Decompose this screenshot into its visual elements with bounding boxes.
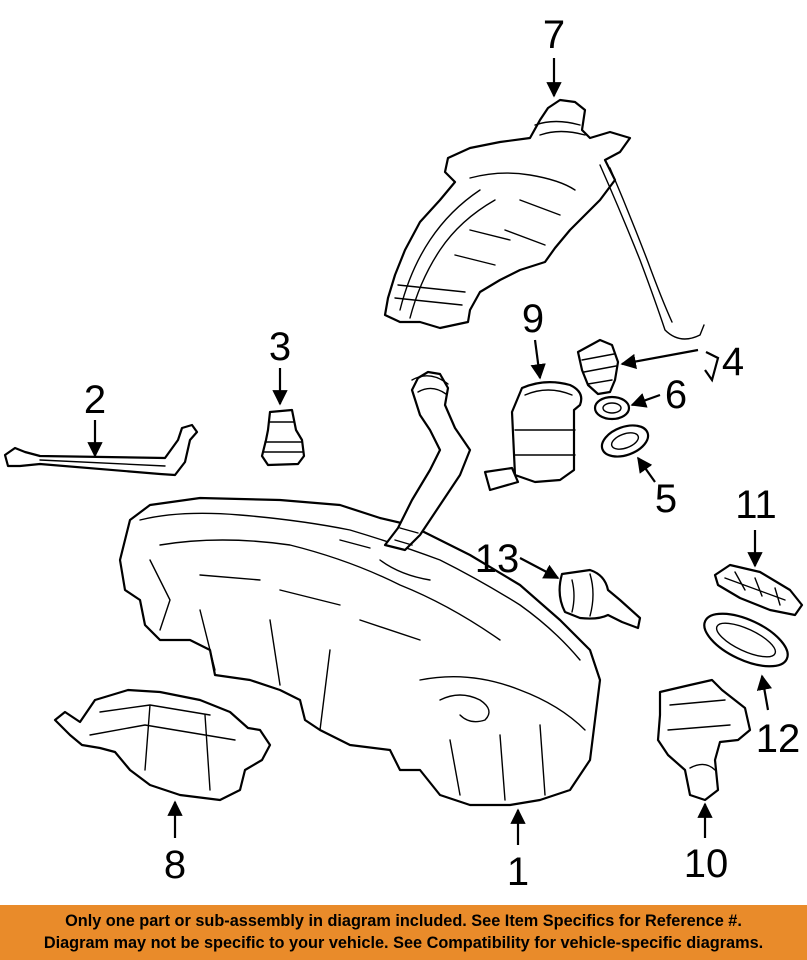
part-2-strap bbox=[3, 423, 199, 477]
leader-12 bbox=[756, 674, 772, 711]
part-4-bellows bbox=[576, 338, 620, 396]
part-9-fuel-pump bbox=[483, 381, 583, 492]
part-1-fuel-tank bbox=[118, 370, 602, 807]
leader-9 bbox=[530, 339, 546, 380]
part-12-seal bbox=[703, 612, 789, 668]
part-13-filter bbox=[558, 568, 642, 630]
part-5-seal-ring bbox=[600, 424, 650, 458]
leader-lines bbox=[87, 58, 772, 845]
part-6-gasket bbox=[593, 395, 631, 421]
notice-line-2: Diagram may not be specific to your vehi… bbox=[43, 934, 764, 952]
callout-4: 4 bbox=[722, 340, 744, 384]
leader-6 bbox=[630, 393, 661, 408]
callout-13: 13 bbox=[475, 537, 520, 581]
parts-diagram: 7 2 3 9 4 6 5 13 11 12 8 1 10 bbox=[3, 13, 804, 894]
notice-line-1: Only one part or sub-assembly in diagram… bbox=[65, 912, 742, 930]
part-8-shield bbox=[53, 688, 272, 802]
callout-6: 6 bbox=[665, 373, 687, 417]
leader-13 bbox=[519, 557, 560, 579]
callout-11: 11 bbox=[735, 483, 777, 527]
callout-3: 3 bbox=[269, 325, 291, 369]
callout-7: 7 bbox=[543, 13, 565, 57]
leader-4a bbox=[620, 348, 699, 370]
leader-5 bbox=[637, 456, 656, 483]
part-10-sender bbox=[656, 678, 752, 802]
callout-12: 12 bbox=[756, 717, 801, 761]
part-3-mount bbox=[260, 408, 306, 467]
leader-4-bracket bbox=[704, 351, 720, 383]
callout-1: 1 bbox=[507, 850, 529, 894]
callout-labels: 7 2 3 9 4 6 5 13 11 12 8 1 10 bbox=[84, 13, 800, 894]
callout-8: 8 bbox=[164, 843, 186, 887]
callout-5: 5 bbox=[655, 477, 677, 521]
part-11-lock-ring bbox=[713, 563, 804, 617]
part-7-filler-neck bbox=[383, 98, 705, 340]
callout-10: 10 bbox=[684, 842, 729, 886]
callout-2: 2 bbox=[84, 378, 106, 422]
callout-9: 9 bbox=[522, 297, 544, 341]
notice-banner: Only one part or sub-assembly in diagram… bbox=[0, 905, 807, 960]
